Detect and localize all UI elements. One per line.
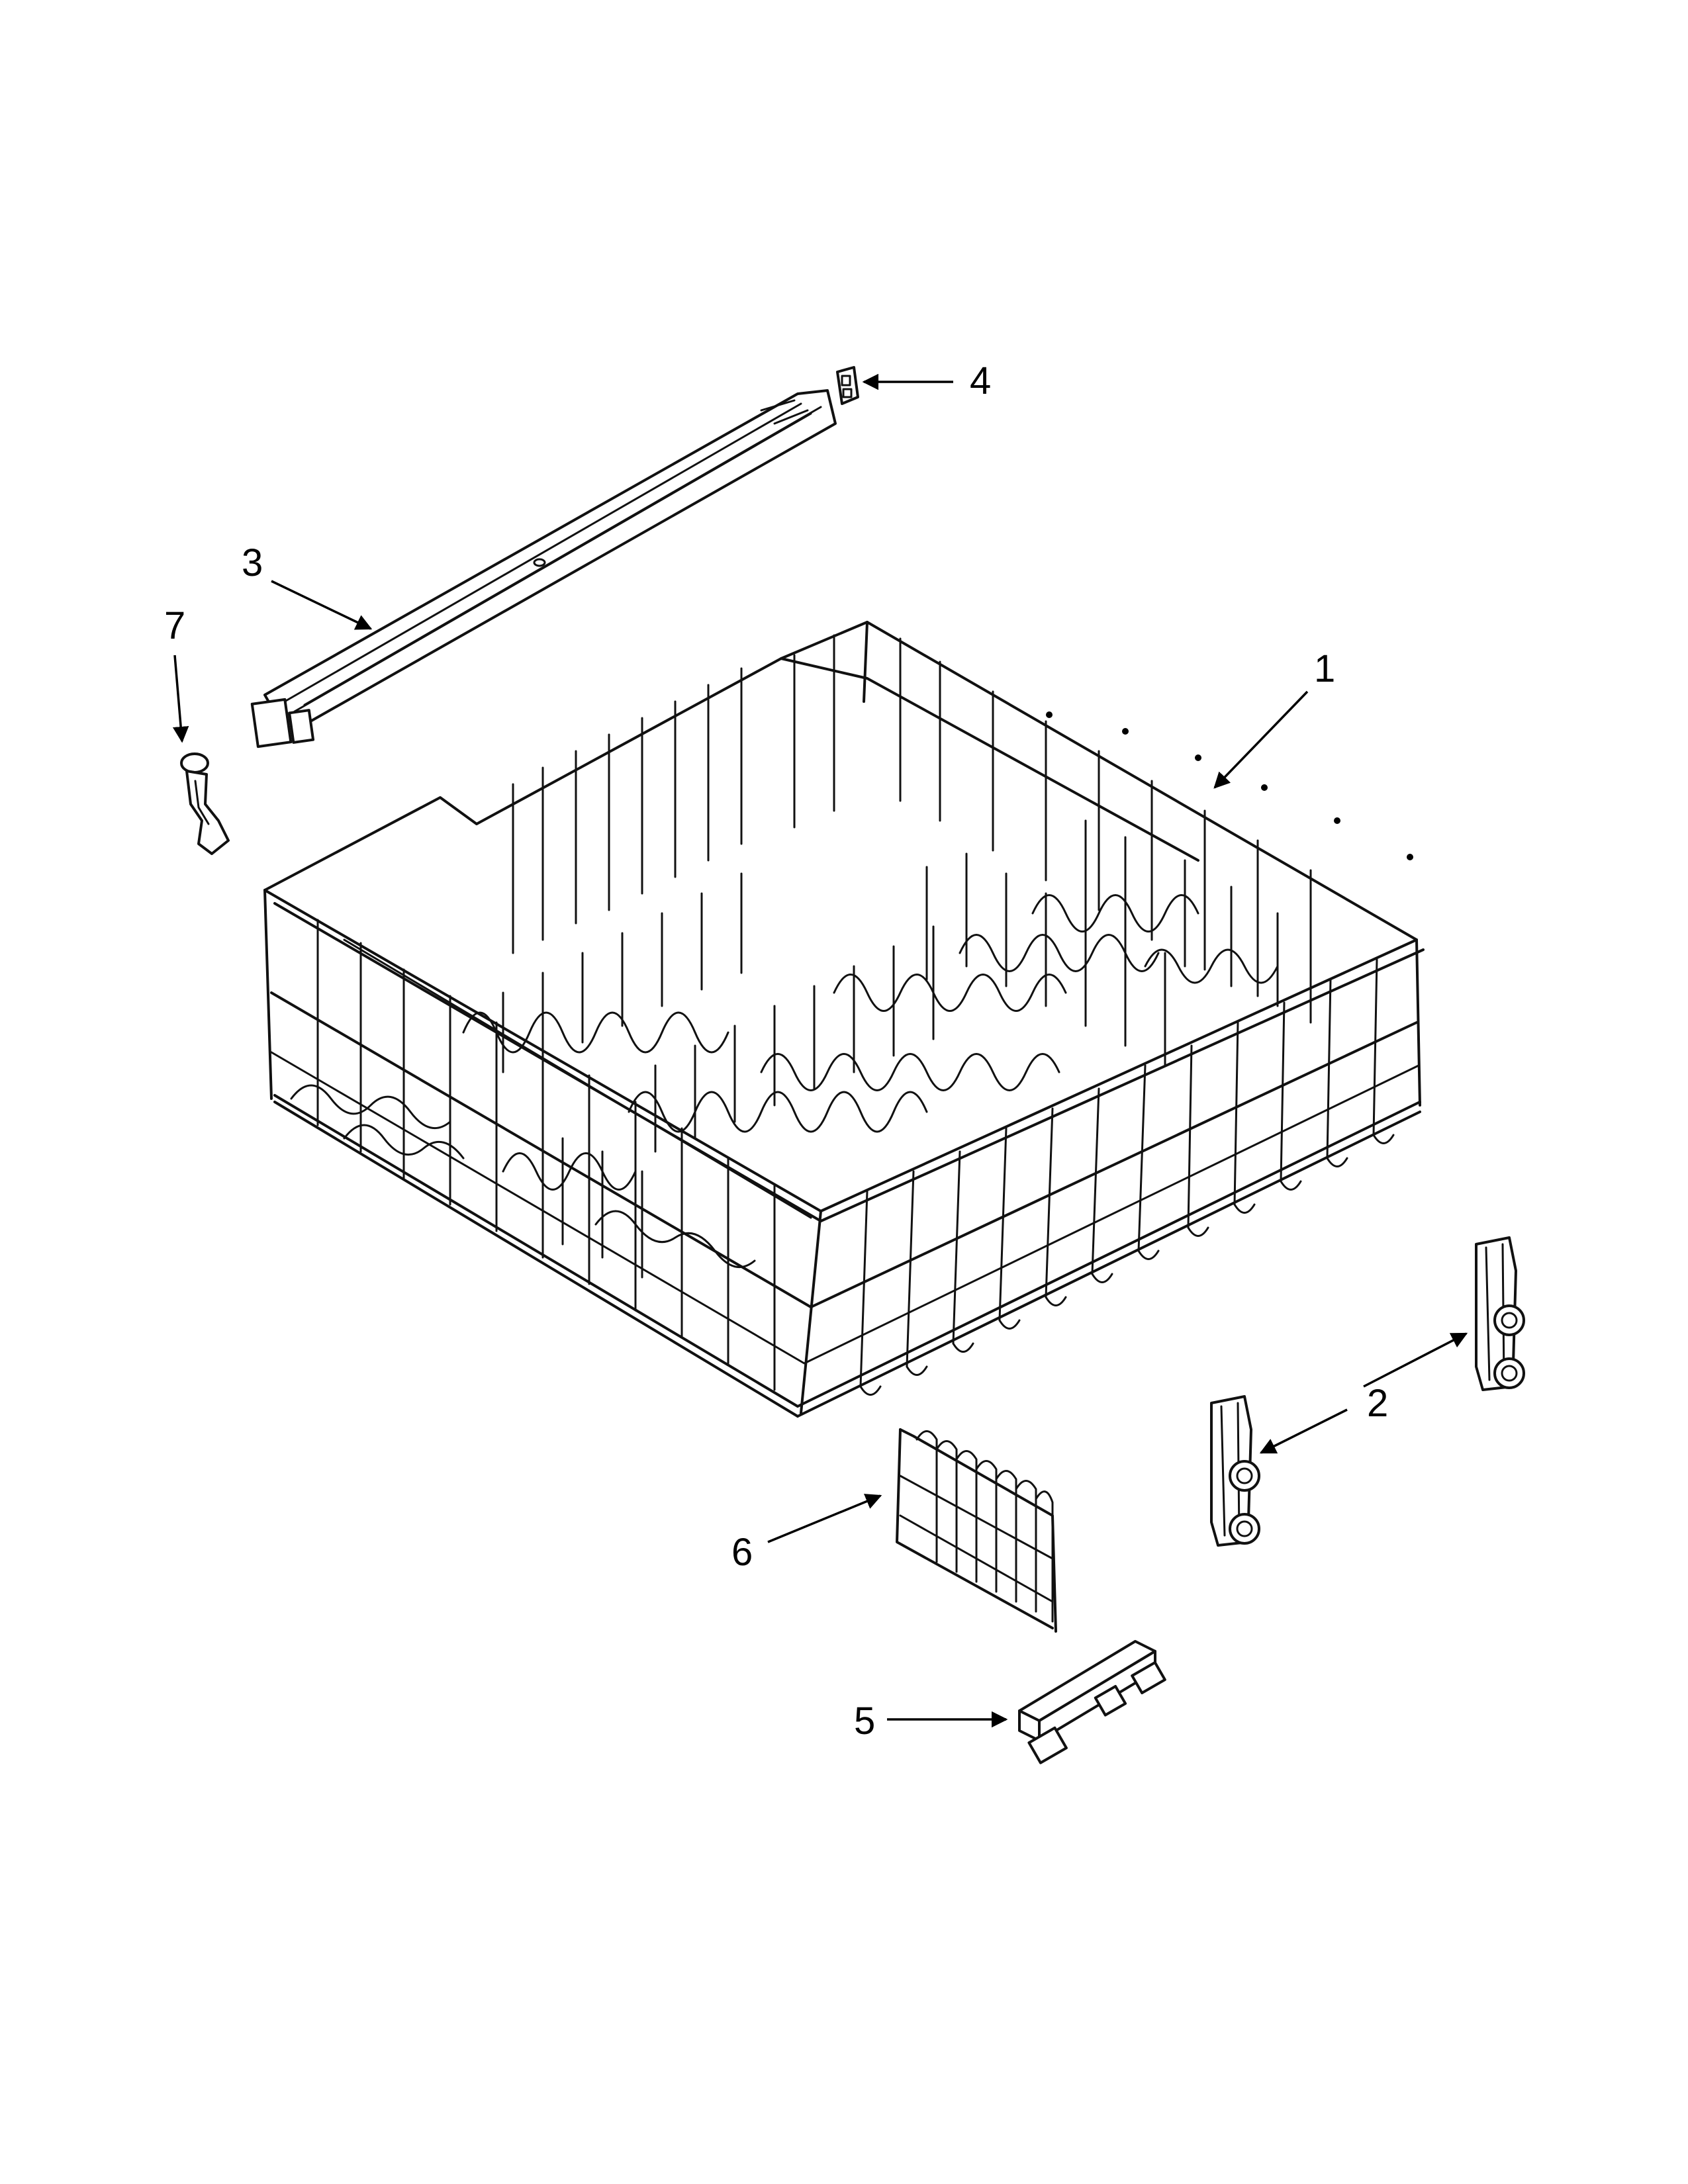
part-3-slide-rail <box>250 389 837 749</box>
callout-4: 4 <box>970 359 991 402</box>
part-7-clip <box>180 752 230 855</box>
leader-lines <box>172 373 1468 1728</box>
part-5-rack-stop <box>1018 1640 1166 1764</box>
part-6-tine-row <box>896 1428 1057 1633</box>
callout-1: 1 <box>1314 647 1335 690</box>
part-2-wheel-assembly-left <box>1210 1395 1260 1547</box>
callout-7: 7 <box>164 604 185 647</box>
callout-5: 5 <box>854 1700 875 1743</box>
callout-2: 2 <box>1367 1382 1388 1425</box>
part-2-wheel-assembly-right <box>1475 1236 1525 1391</box>
part-4-rail-end-cap <box>836 366 859 405</box>
callout-6: 6 <box>731 1531 753 1574</box>
callout-3: 3 <box>242 541 263 584</box>
callout-labels: 4 3 7 1 2 6 5 <box>164 359 1388 1743</box>
part-1-dishrack <box>263 621 1425 1418</box>
